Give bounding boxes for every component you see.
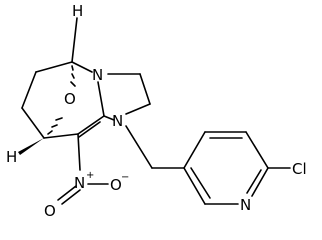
atom-h-top: H bbox=[72, 2, 83, 20]
chemical-structure: H O N N H N + O O − N Cl bbox=[6, 2, 307, 220]
bond-nnitro-oleft-double bbox=[61, 189, 81, 205]
bond-cnitro-nnitro bbox=[77, 133, 81, 171]
bond-camidine-cnitro bbox=[77, 115, 105, 135]
bond-c1-o-hashed bbox=[70, 65, 76, 87]
bond-py-c6-n-double bbox=[246, 169, 262, 194]
bond-py-c3-c4 bbox=[183, 131, 206, 169]
bond-nnitro-oleft bbox=[57, 185, 77, 201]
atom-n-ring-top: N bbox=[92, 66, 103, 84]
bond-camidine-cnitro-double bbox=[78, 121, 101, 138]
atom-h-left: H bbox=[6, 148, 17, 166]
bond-c4-o-hashed bbox=[47, 117, 63, 135]
bond-py-c2-c3 bbox=[183, 167, 206, 205]
bond-ch2b-n2 bbox=[125, 103, 151, 115]
bond-cnitro-c4 bbox=[43, 133, 79, 139]
atom-o-nitro-left: O bbox=[44, 202, 56, 220]
bond-n2-camidine bbox=[103, 115, 115, 121]
bond-c3-c4 bbox=[21, 107, 45, 139]
bond-py-c5-c6 bbox=[245, 131, 269, 169]
atom-o-bridge: O bbox=[64, 90, 76, 108]
atom-o-nitro-right-charge: − bbox=[121, 172, 129, 183]
atom-o-nitro-right: O bbox=[110, 176, 122, 194]
atom-n-pyridine: N bbox=[240, 196, 251, 214]
bond-py-c2-c3-double bbox=[190, 167, 211, 199]
atom-n-ring-lower: N bbox=[112, 112, 123, 130]
bond-c2-c3 bbox=[21, 71, 37, 109]
atom-n-nitro-charge: + bbox=[86, 170, 94, 181]
bond-c1-h bbox=[71, 17, 78, 63]
bond-n-camidine bbox=[97, 81, 105, 117]
bond-c1-n bbox=[71, 61, 93, 73]
atom-cl: Cl bbox=[292, 160, 307, 178]
bond-c4-h-wedge bbox=[18, 138, 44, 155]
atom-n-nitro: N bbox=[74, 174, 85, 192]
bond-n2-ch2 bbox=[125, 125, 153, 169]
bond-c1-c2 bbox=[35, 61, 73, 73]
bond-py-c6-n bbox=[251, 167, 269, 197]
bond-ch2a-ch2b bbox=[139, 73, 151, 105]
